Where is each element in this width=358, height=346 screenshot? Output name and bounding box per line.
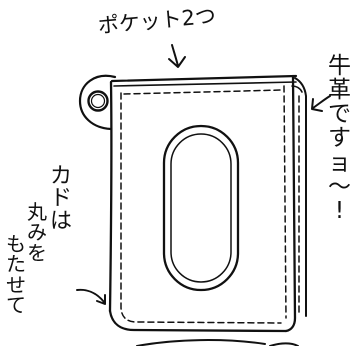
left-annotation-char: て — [6, 293, 26, 318]
left-annotation-char: た — [6, 252, 26, 277]
left-annotation-column-2: 丸 み を — [27, 200, 47, 265]
left-annotation-char: み — [27, 220, 47, 245]
oval-window — [162, 124, 240, 292]
key-tab — [78, 74, 117, 131]
arrow-right — [311, 95, 331, 112]
right-annotation-char: で — [328, 101, 351, 128]
back-pocket-edge — [291, 77, 307, 317]
right-annotation-char: 〜 — [328, 173, 351, 200]
right-annotation-char: ョ — [328, 149, 351, 176]
left-annotation-char: せ — [6, 272, 26, 297]
left-annotation-char: ド — [50, 186, 73, 212]
left-annotation-char: も — [6, 232, 26, 256]
arrow-left — [76, 288, 106, 305]
right-annotation-char: ! — [334, 197, 345, 224]
right-annotation-char: す — [328, 125, 351, 152]
left-annotation-char: は — [50, 208, 73, 234]
stitch-lines — [120, 85, 300, 324]
arrow-top — [168, 44, 186, 68]
left-annotation-column-1: カ ド は — [50, 164, 73, 234]
left-annotation-char: を — [27, 240, 47, 265]
left-annotation-char: カ — [50, 164, 73, 189]
left-annotation-column-3: も た せ て — [6, 234, 26, 316]
bottom-scribble — [136, 339, 299, 346]
right-annotation-char: 革 — [328, 77, 351, 104]
right-annotation: 牛 革 で す ョ 〜 ! — [328, 54, 351, 223]
left-annotation-char: 丸 — [27, 200, 47, 224]
pouch-outline — [108, 74, 298, 333]
right-annotation-char: 牛 — [328, 53, 351, 79]
